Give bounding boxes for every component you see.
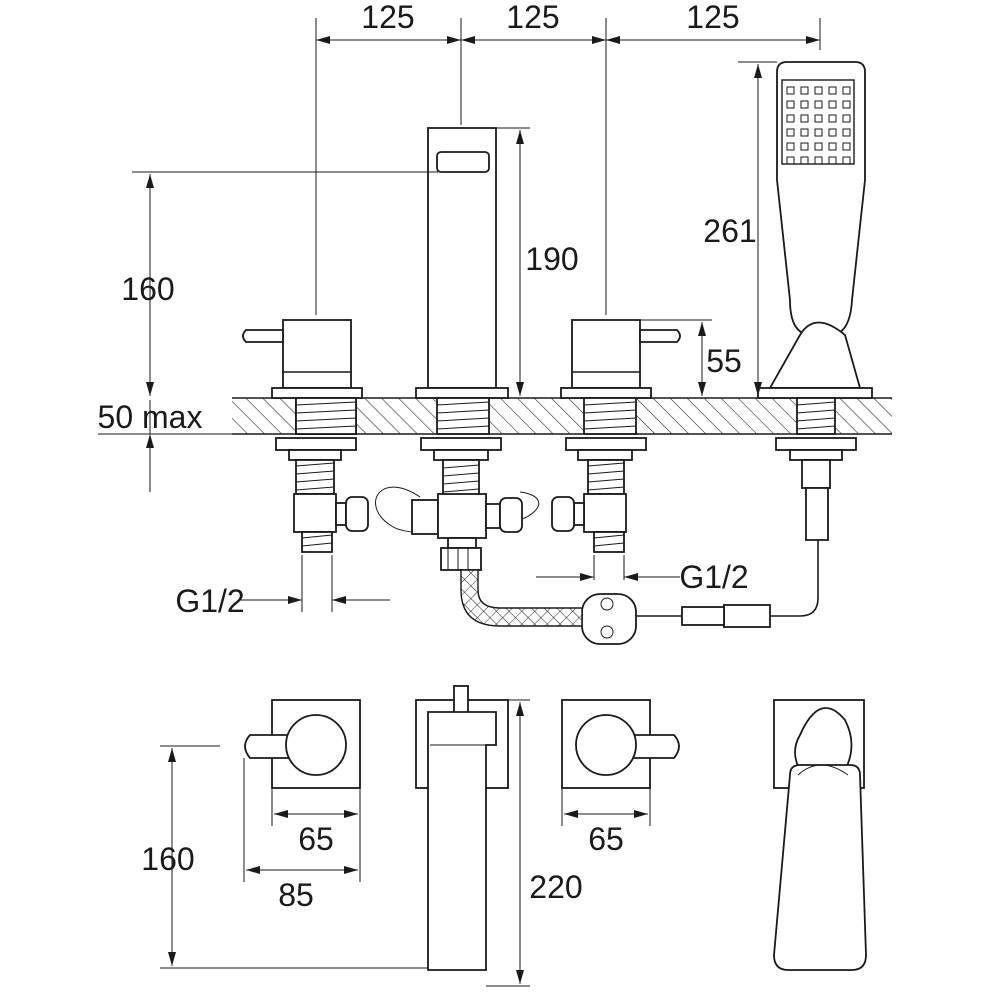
spout-height-label: 190	[525, 241, 578, 277]
plan-handle-depth-dimension: 160	[141, 745, 428, 969]
plan-handle-depth-label: 160	[141, 841, 194, 877]
plan-base-right-dimension: 65	[561, 788, 651, 857]
shower-handset	[757, 61, 873, 541]
spout-outlet-height-label: 160	[121, 271, 174, 307]
handle-height-dimension: 55	[640, 319, 742, 396]
flexible-hose	[460, 540, 819, 645]
spout-outlet-height-dimension: 160	[121, 171, 438, 396]
bath-spout	[375, 127, 540, 571]
handle-height-label: 55	[706, 343, 742, 379]
spacing-dimension-1: 125	[361, 0, 414, 35]
spout-height-dimension: 190	[496, 127, 579, 396]
thread-label-left: G1/2	[175, 583, 244, 619]
spacing-dimension-3: 125	[686, 0, 739, 35]
right-handle-valve	[551, 319, 681, 580]
deck-thickness-label: 50 max	[98, 399, 203, 435]
plan-left-handle	[244, 699, 361, 789]
plan-handle-width-label: 85	[278, 877, 314, 913]
thread-dimension-right: G1/2	[536, 559, 749, 595]
plan-base-right-label: 65	[588, 821, 624, 857]
spacing-dimension-2: 125	[506, 0, 559, 35]
plan-spout-length-dimension: 220	[486, 699, 583, 987]
left-handle-valve	[242, 319, 369, 612]
plan-base-left-label: 65	[298, 821, 334, 857]
handset-length-dimension: 261	[703, 61, 777, 396]
plan-spout	[415, 685, 509, 971]
plan-handle-width-dimension: 85	[243, 758, 361, 913]
plan-right-handle	[561, 699, 680, 789]
plan-base-left-dimension: 65	[271, 788, 361, 857]
spacing-dimensions: 125 125 125	[315, 0, 821, 315]
deck-thickness-dimension: 50 max	[98, 399, 232, 492]
thread-dimension-left: G1/2	[175, 583, 390, 619]
plan-spout-length-label: 220	[529, 869, 582, 905]
thread-label-right: G1/2	[679, 559, 748, 595]
left-thread-shank	[275, 397, 357, 612]
plan-handset	[773, 699, 867, 971]
handset-length-label: 261	[703, 213, 756, 249]
